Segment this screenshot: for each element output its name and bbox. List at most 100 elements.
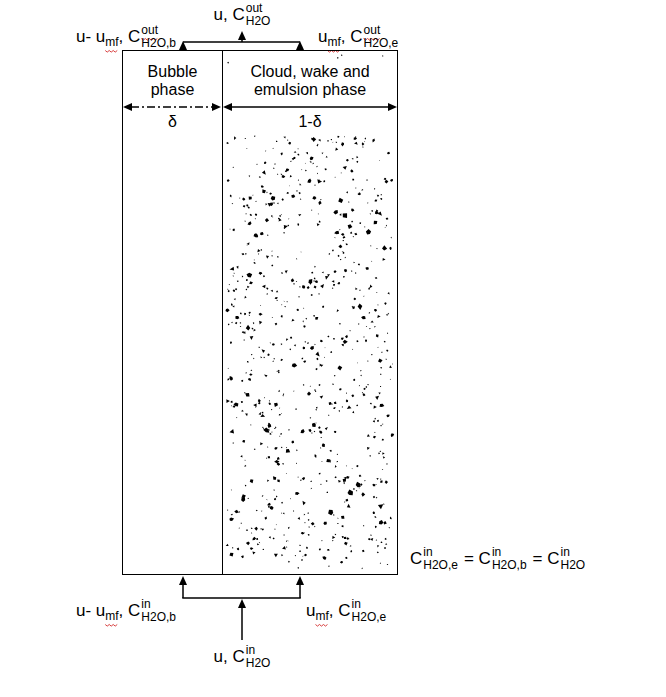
stream-symbol: u bbox=[306, 601, 315, 621]
particle bbox=[228, 324, 230, 326]
particle bbox=[260, 442, 263, 445]
particle bbox=[272, 361, 274, 362]
particle bbox=[317, 179, 322, 183]
particle bbox=[239, 511, 241, 513]
flow-line bbox=[241, 607, 243, 640]
particle bbox=[337, 366, 342, 371]
particle bbox=[259, 313, 263, 316]
particle bbox=[274, 460, 279, 463]
particle bbox=[342, 406, 343, 407]
index-stack: outH2O,e bbox=[364, 24, 399, 50]
particle bbox=[325, 276, 329, 280]
particle bbox=[343, 479, 346, 482]
particle bbox=[245, 213, 246, 214]
particle bbox=[322, 556, 326, 560]
particle bbox=[298, 296, 300, 297]
particle bbox=[228, 290, 230, 292]
particle bbox=[229, 284, 230, 285]
particle bbox=[341, 525, 343, 527]
particle bbox=[254, 233, 259, 237]
particle bbox=[287, 225, 289, 227]
particle bbox=[252, 195, 253, 196]
particle bbox=[331, 139, 332, 140]
particle bbox=[366, 229, 371, 234]
index-stack: outH2O,b bbox=[141, 24, 176, 50]
squiggle bbox=[315, 625, 327, 627]
stream-label: u- umf, CinH2O,b bbox=[76, 598, 176, 624]
particle bbox=[266, 293, 268, 295]
particle bbox=[275, 427, 277, 428]
particle bbox=[260, 356, 262, 358]
particle bbox=[317, 144, 318, 145]
particle bbox=[226, 399, 230, 403]
particle bbox=[341, 344, 344, 347]
particle bbox=[264, 397, 265, 398]
particle bbox=[385, 538, 387, 540]
particle bbox=[352, 158, 354, 160]
index-stack: inH2O,b bbox=[492, 546, 527, 572]
particle bbox=[275, 323, 278, 326]
particle bbox=[233, 229, 235, 232]
particle bbox=[382, 469, 383, 470]
particle bbox=[245, 221, 246, 222]
particle bbox=[252, 328, 254, 330]
particle bbox=[315, 317, 318, 320]
particle bbox=[275, 297, 278, 299]
particle bbox=[298, 567, 299, 568]
particle bbox=[281, 198, 283, 201]
particle bbox=[227, 179, 230, 182]
particle bbox=[246, 541, 250, 545]
particle bbox=[296, 258, 297, 259]
flow-line bbox=[183, 41, 300, 43]
particle bbox=[385, 480, 388, 484]
particle bbox=[227, 378, 229, 380]
particle bbox=[262, 427, 263, 428]
particle bbox=[234, 272, 235, 274]
particle bbox=[248, 378, 251, 381]
particle bbox=[307, 286, 310, 289]
stream-symbol: u bbox=[318, 27, 327, 47]
particle bbox=[245, 414, 248, 417]
particle bbox=[255, 214, 257, 216]
particle bbox=[240, 322, 242, 323]
particle bbox=[272, 216, 273, 217]
subscript: H2O bbox=[246, 657, 271, 670]
particle bbox=[340, 259, 341, 260]
particle bbox=[312, 162, 314, 164]
particle bbox=[255, 407, 256, 408]
arrow-head bbox=[238, 599, 246, 608]
particle bbox=[374, 221, 378, 225]
superscript: out bbox=[246, 2, 263, 15]
particle bbox=[341, 54, 343, 56]
particle bbox=[380, 367, 382, 369]
particle bbox=[253, 329, 255, 331]
particle bbox=[259, 542, 260, 543]
particle bbox=[341, 233, 345, 236]
particle bbox=[374, 326, 375, 328]
particle bbox=[288, 142, 291, 145]
particle bbox=[310, 156, 314, 160]
particle bbox=[317, 173, 318, 174]
particle bbox=[286, 472, 287, 474]
particle bbox=[295, 555, 296, 556]
particle bbox=[274, 358, 275, 359]
particle bbox=[235, 316, 239, 319]
particle bbox=[383, 258, 386, 261]
particle bbox=[320, 340, 323, 343]
particle bbox=[301, 358, 303, 360]
particle bbox=[325, 427, 328, 430]
particle bbox=[252, 537, 256, 541]
particle bbox=[391, 433, 394, 437]
particle bbox=[275, 524, 277, 526]
particle bbox=[390, 179, 393, 182]
particle bbox=[260, 305, 261, 306]
arrow-head bbox=[123, 103, 132, 111]
particle bbox=[274, 498, 276, 500]
particle bbox=[240, 312, 242, 314]
particle bbox=[298, 214, 301, 216]
particle bbox=[379, 520, 384, 525]
particle bbox=[250, 547, 253, 550]
particle bbox=[293, 283, 294, 284]
particle bbox=[381, 352, 382, 353]
